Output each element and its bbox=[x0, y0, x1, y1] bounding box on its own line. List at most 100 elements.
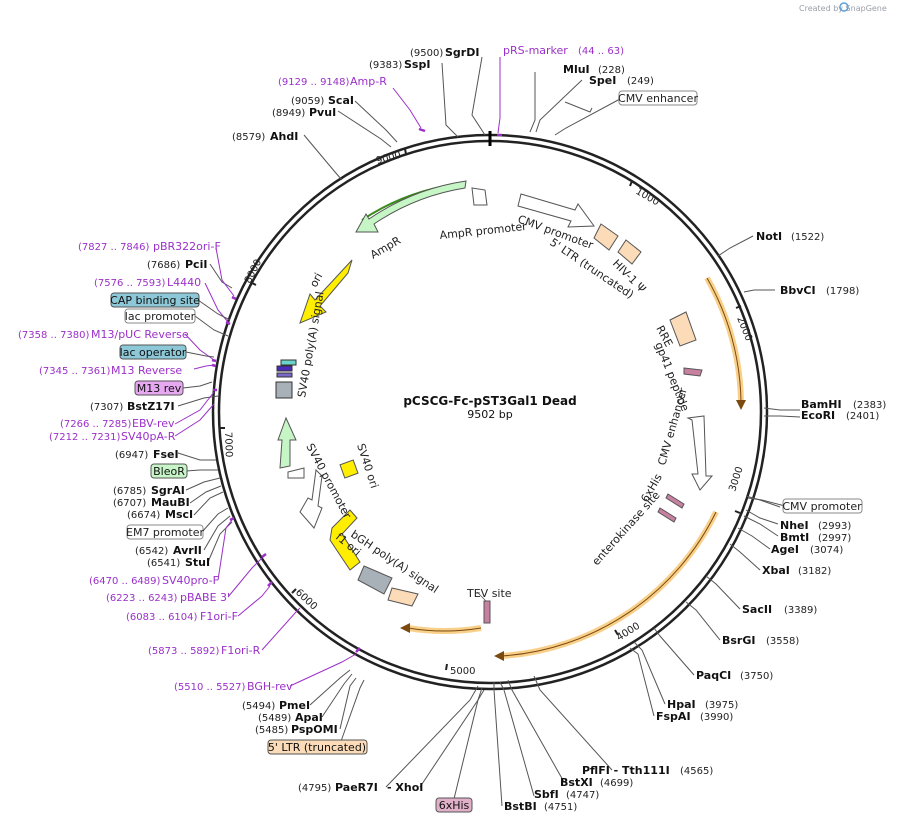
box-lac-operator bbox=[119, 344, 187, 360]
sv40-polya-box bbox=[275, 381, 293, 399]
enzyme-name: BbvCI bbox=[780, 284, 816, 297]
enzyme-name: AhdI bbox=[270, 130, 298, 143]
box-label: lac operator bbox=[120, 346, 187, 359]
enzyme-name: PaeR7I bbox=[335, 781, 378, 794]
primer-pos: (6223 .. 6243) bbox=[106, 593, 178, 604]
inner-label-ampr: AmpR bbox=[368, 234, 403, 262]
enzyme-pos: (1522) bbox=[791, 232, 824, 243]
enzyme-pos: (3750) bbox=[740, 671, 773, 682]
box-leaders bbox=[182, 98, 786, 804]
box-bleor bbox=[150, 463, 188, 479]
orf-arc-3-core bbox=[407, 627, 482, 632]
primer-name: Amp-R bbox=[350, 75, 387, 88]
rre-box bbox=[669, 311, 697, 347]
tick-8000 bbox=[251, 282, 257, 286]
tick-6000 bbox=[291, 588, 297, 594]
m13-rev-marker bbox=[276, 365, 293, 372]
bgh-polya-box bbox=[387, 587, 419, 607]
enzyme-pos: (6674) bbox=[127, 510, 160, 521]
enzyme-pos: (9500) bbox=[410, 48, 443, 59]
tick-label-7000: 7000 bbox=[222, 432, 234, 458]
tick-label-9000: 9000 bbox=[375, 150, 402, 167]
enzyme-pos: (5494) bbox=[242, 701, 275, 712]
enzyme-name: SgrAI bbox=[151, 484, 185, 497]
tev-site-feature bbox=[483, 600, 491, 624]
gp41-peptide-arrow bbox=[683, 367, 703, 377]
primer-name: pBR322ori-F bbox=[153, 240, 221, 253]
box-lac-promoter bbox=[124, 308, 196, 324]
enzyme-name: BstXI bbox=[560, 776, 593, 789]
primer-name: M13/pUC Reverse bbox=[91, 328, 189, 341]
enzyme-pos: (249) bbox=[627, 76, 654, 87]
box-cmv-enhancer bbox=[618, 90, 698, 106]
enzyme-pos: (7307) bbox=[90, 402, 123, 413]
enzyme-pos: (4795) bbox=[298, 783, 331, 794]
primer-marks bbox=[211, 127, 502, 653]
cmv-enhancer-arrow bbox=[686, 415, 714, 491]
enzyme-pos: (6542) bbox=[135, 546, 168, 557]
box-label: 6xHis bbox=[439, 799, 470, 812]
inner-label-tev-site: TEV site bbox=[466, 587, 512, 600]
primer-pos: (7827 .. 7846) bbox=[78, 242, 150, 253]
enzyme-name: - XhoI bbox=[387, 781, 423, 794]
enzyme-pos: (3074) bbox=[810, 545, 843, 556]
tick-5000 bbox=[445, 663, 448, 671]
enzyme-pos: (3389) bbox=[784, 605, 817, 616]
enzyme-pos: (9383) bbox=[369, 60, 402, 71]
enzyme-name: PaqCI bbox=[696, 669, 731, 682]
watermark-text: Created by SnapGene bbox=[799, 4, 887, 13]
enzyme-pos: (5489) bbox=[258, 713, 291, 724]
enzyme-pos: (5485) bbox=[255, 725, 288, 736]
tick-1000 bbox=[629, 180, 633, 187]
boxed-feature-labels: CMV enhancer CAP binding site lac promot… bbox=[110, 90, 863, 813]
inner-label-sv40-ori: SV40 ori bbox=[354, 442, 381, 490]
enzyme-pos: (2993) bbox=[818, 521, 851, 532]
enzyme-name: MauBI bbox=[151, 496, 190, 509]
tick-3000 bbox=[734, 510, 741, 514]
tick-label-5000: 5000 bbox=[450, 666, 475, 677]
snapgene-logo-icon bbox=[839, 2, 849, 12]
enzyme-pos: (6785) bbox=[113, 486, 146, 497]
enzyme-name: ApaI bbox=[295, 711, 323, 724]
primer-pos: (5510 .. 5527) bbox=[174, 682, 246, 693]
tick-label-8000: 8000 bbox=[243, 258, 264, 286]
tick-2000 bbox=[735, 305, 742, 309]
enzyme-name: StuI bbox=[185, 556, 210, 569]
primer-name: BGH-rev bbox=[247, 680, 293, 693]
enzyme-pos: (228) bbox=[598, 65, 625, 76]
enzyme-name: SspI bbox=[404, 58, 430, 71]
box-m13-rev bbox=[134, 380, 184, 396]
box-label: EM7 promoter bbox=[126, 526, 204, 539]
sv40-ori-box bbox=[339, 459, 359, 479]
primer-pos: (9129 .. 9148) bbox=[278, 77, 350, 88]
enzyme-name: MscI bbox=[165, 508, 193, 521]
primer-name: SV40pA-R bbox=[121, 430, 176, 443]
6xhis-feature bbox=[665, 493, 685, 509]
enzyme-name: FseI bbox=[153, 448, 179, 461]
inner-label-ori: ori bbox=[307, 271, 325, 290]
box-6xhis bbox=[435, 797, 473, 813]
box-label: CMV promoter bbox=[782, 500, 862, 513]
enzyme-pos: (2401) bbox=[846, 411, 879, 422]
primer-labels: pRS-marker (44 .. 63) (9129 .. 9148) Amp… bbox=[18, 44, 624, 693]
ori-arrow bbox=[299, 259, 353, 324]
enzyme-name: NheI bbox=[780, 519, 809, 532]
box-5-ltr-truncated bbox=[267, 739, 368, 755]
enzyme-labels-right: MluI (228) SpeI (249) NotI (1522) BbvCI … bbox=[504, 63, 886, 813]
primer-pos: (44 .. 63) bbox=[578, 46, 624, 57]
enzyme-pos: (4699) bbox=[600, 778, 633, 789]
primer-name: F1ori-F bbox=[200, 610, 238, 623]
enzyme-name: BstBI bbox=[504, 800, 537, 813]
enzyme-name: SgrDI bbox=[445, 46, 479, 59]
enzyme-name: PmeI bbox=[279, 699, 310, 712]
enzyme-name: ScaI bbox=[328, 94, 354, 107]
primer-pos: (7266 .. 7285) bbox=[60, 419, 132, 430]
enzyme-name: HpaI bbox=[667, 698, 696, 711]
enzyme-pos: (4747) bbox=[566, 790, 599, 801]
primer-pos: (7345 .. 7361) bbox=[39, 366, 111, 377]
enzyme-pos: (2997) bbox=[818, 533, 851, 544]
tick-label-3000: 3000 bbox=[727, 465, 745, 493]
enterokinase-feature bbox=[657, 507, 677, 523]
enzyme-pos: (2383) bbox=[853, 400, 886, 411]
box-label: CAP binding site bbox=[110, 294, 200, 307]
